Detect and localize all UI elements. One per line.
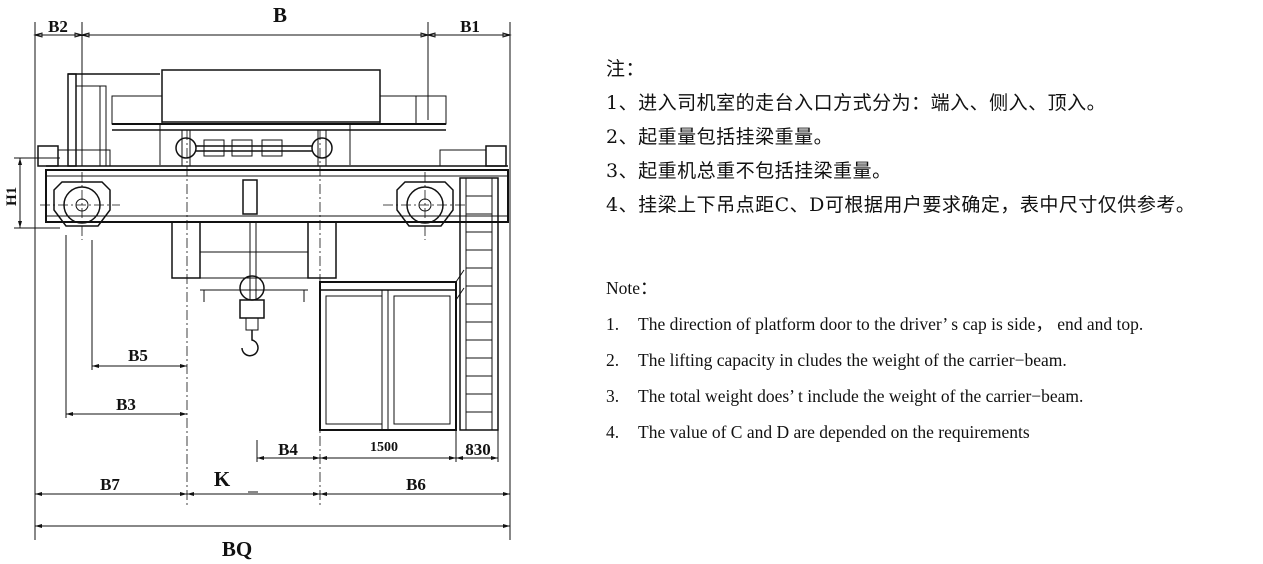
h1-dimension: [14, 157, 60, 229]
notes-zh-title: 注：: [606, 58, 646, 80]
dim-label-h1: H1: [4, 187, 20, 206]
crane-body: [37, 69, 509, 431]
dim-label-b1: B1: [460, 17, 480, 36]
dim-label-b5: B5: [128, 346, 148, 365]
note-text: The value of C and D are depended on the…: [638, 422, 1030, 442]
notes-en-item: 2. The lifting capacity in cludes the wei…: [606, 342, 1256, 378]
note-number: 4.: [606, 422, 620, 442]
dim-label-k: K: [214, 467, 231, 491]
notes-zh-item: 3、起重机总重不包括挂梁重量。: [606, 154, 1256, 188]
note-text: The total weight does’ t include the wei…: [638, 386, 1084, 406]
note-number: 2.: [606, 350, 620, 370]
notes-en-item: 4. The value of C and D are depended on t…: [606, 414, 1256, 450]
notes-zh: 注： 1、进入司机室的走台入口方式分为：端入、侧入、顶入。 2、起重量包括挂梁重…: [606, 52, 1256, 222]
notes-en-item: 1. The direction of platform door to the …: [606, 306, 1256, 342]
note-text: The direction of platform door to the dr…: [638, 314, 1144, 334]
note-number: 1.: [606, 314, 620, 334]
crane-technical-drawing: B2 B B1 H1: [4, 3, 512, 561]
dim-label-b6: B6: [406, 475, 426, 494]
note-text: The lifting capacity in cludes the weigh…: [638, 350, 1067, 370]
note-number: 4、: [606, 194, 639, 216]
notes-panel: 注： 1、进入司机室的走台入口方式分为：端入、侧入、顶入。 2、起重量包括挂梁重…: [606, 52, 1256, 450]
note-text: 进入司机室的走台入口方式分为：端入、侧入、顶入。: [638, 92, 1107, 114]
notes-en: 1. The direction of platform door to the …: [606, 306, 1256, 450]
dim-label-b3: B3: [116, 395, 136, 414]
dim-label-bq: BQ: [222, 537, 252, 561]
note-text: 挂梁上下吊点距C、D可根据用户要求确定，表中尺寸仅供参考。: [638, 194, 1196, 216]
note-number: 2、: [606, 126, 639, 148]
note-text: 起重机总重不包括挂梁重量。: [638, 160, 892, 182]
dim-label-b7: B7: [100, 475, 120, 494]
dim-label-b2: B2: [48, 17, 68, 36]
notes-en-title: Note：: [606, 278, 658, 298]
note-number: 3.: [606, 386, 620, 406]
dim-label-b: B: [273, 3, 287, 27]
notes-zh-item: 1、进入司机室的走台入口方式分为：端入、侧入、顶入。: [606, 86, 1256, 120]
note-number: 3、: [606, 160, 639, 182]
centerlines: [40, 130, 468, 505]
dim-label-1500: 1500: [370, 440, 398, 455]
lower-dimension-lines: [34, 120, 511, 540]
notes-en-item: 3. The total weight does’ t include the w…: [606, 378, 1256, 414]
note-text: 起重量包括挂梁重量。: [638, 126, 834, 148]
dim-label-830: 830: [465, 440, 491, 459]
notes-zh-item: 4、挂梁上下吊点距C、D可根据用户要求确定，表中尺寸仅供参考。: [606, 188, 1256, 222]
dim-label-b4: B4: [278, 440, 298, 459]
top-dimension-lines: [33, 22, 512, 120]
note-number: 1、: [606, 92, 639, 114]
notes-zh-item: 2、起重量包括挂梁重量。: [606, 120, 1256, 154]
